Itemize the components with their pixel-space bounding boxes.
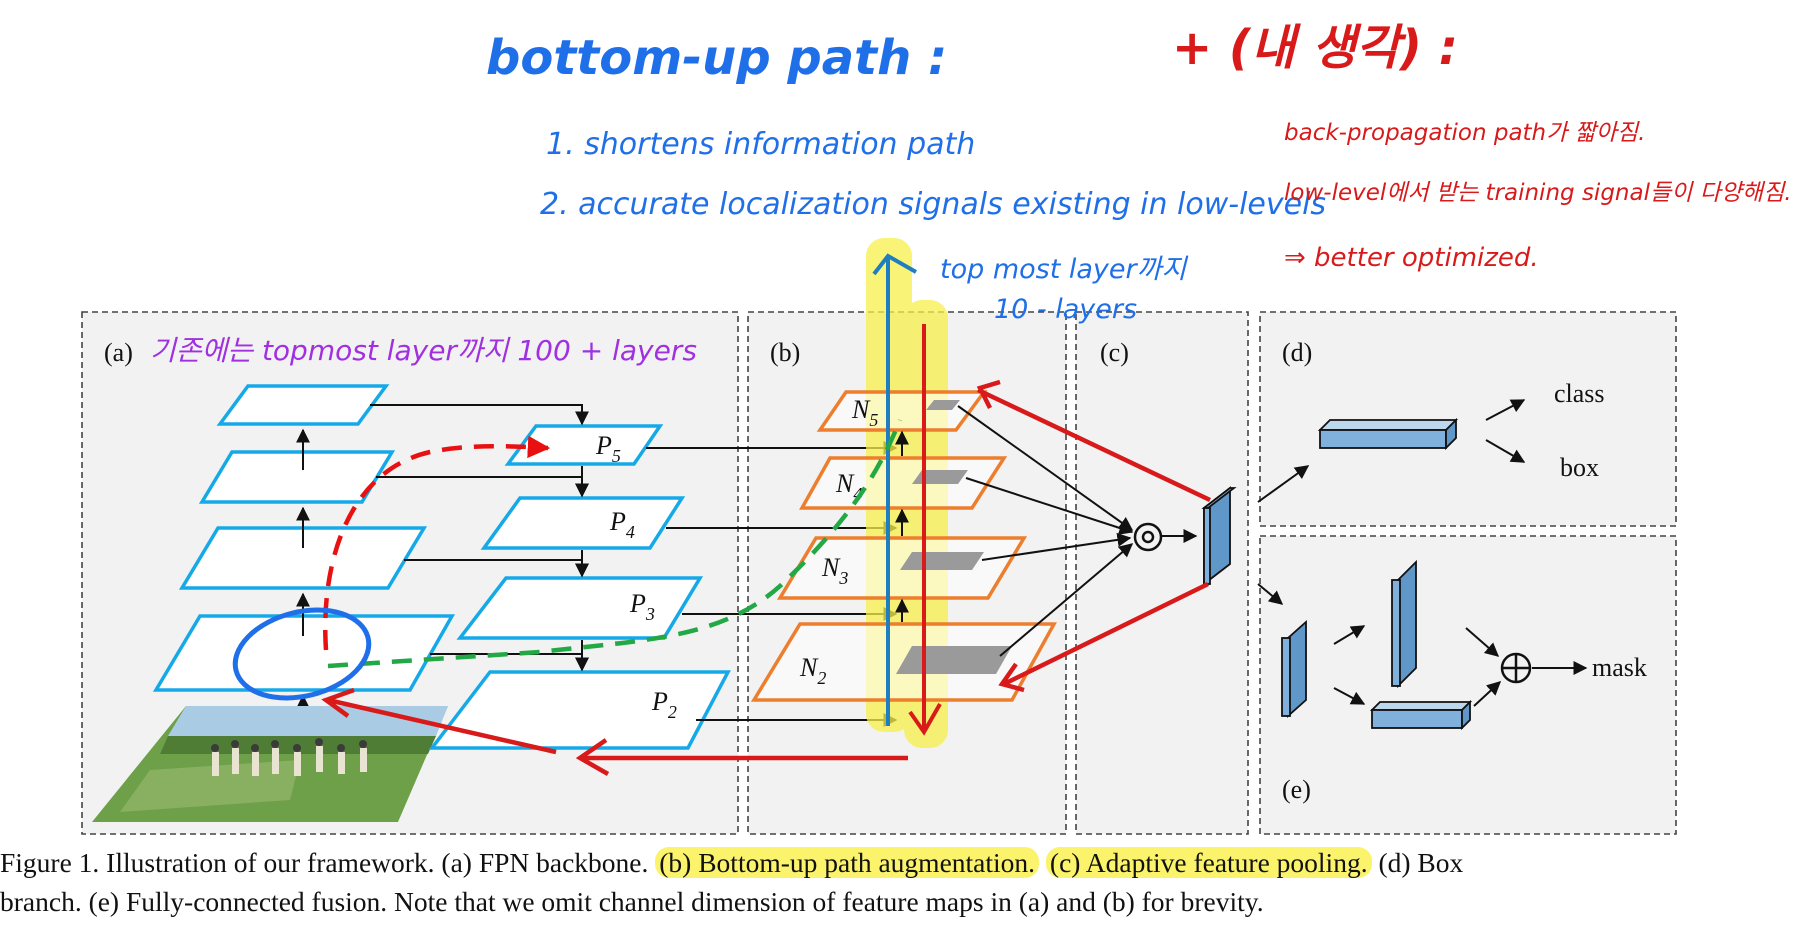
pyramid-map-p5: [504, 424, 664, 466]
annotation-topmost-10: top most layer까지: [940, 254, 1188, 285]
red-arrow-to-p2: [575, 738, 908, 776]
conv-block-tall: [1391, 559, 1417, 689]
backbone-map-c2: [152, 614, 456, 692]
pyramid-map-p2: [428, 670, 731, 750]
backprop-red-line: [908, 324, 942, 736]
roi-feature-block: [1201, 486, 1237, 586]
label-box: box: [1560, 453, 1599, 482]
label-n4: N4: [835, 469, 862, 504]
red-arrow-upper: [976, 379, 1211, 503]
lateral-arrows: [646, 441, 898, 727]
figure-caption: Figure 1. Illustration of our framework.…: [0, 843, 1790, 921]
panel-d-label: (d): [1282, 338, 1312, 367]
panel-b-label: (b): [770, 338, 800, 367]
fc-block-box: [1317, 417, 1459, 451]
annotation-point-2: 2. accurate localization signals existin…: [540, 187, 1326, 222]
red-dashed-path: [323, 435, 551, 651]
panel-e-label: (e): [1282, 775, 1311, 804]
caption-part-1: Figure 1. Illustration of our framework.…: [0, 847, 649, 878]
annotation-bottom-up-title: bottom-up path :: [486, 30, 947, 86]
caption-highlight-c: (c) Adaptive feature pooling.: [1045, 847, 1372, 878]
aug-map-n4: [799, 456, 1008, 510]
panel-d-box: [1259, 311, 1677, 527]
label-p5: P5: [595, 431, 621, 466]
sum-op-icon: [1500, 652, 1532, 684]
red-arrow-lower: [998, 581, 1209, 693]
pyramid-maps: [428, 424, 731, 750]
to-mask-branch-arrow: [1257, 583, 1284, 605]
fusion-op-icon: [1133, 522, 1163, 552]
backbone-map-c3: [178, 526, 428, 590]
backbone-map-c4: [198, 450, 396, 504]
red-arrow-to-c2: [321, 687, 557, 755]
input-photo: [92, 706, 448, 822]
label-p3: P3: [629, 589, 655, 624]
pyramid-connectors: [370, 404, 589, 672]
backbone-maps: [152, 384, 456, 692]
caption-line-2: branch. (e) Fully-connected fusion. Note…: [0, 886, 1264, 917]
annotation-my-thought-title: + (내 생각) :: [1172, 20, 1458, 76]
aug-map-n5: [816, 390, 988, 432]
label-n3: N3: [821, 553, 848, 588]
label-mask: mask: [1592, 653, 1647, 682]
label-n5: N5: [851, 395, 878, 430]
annotation-topmost-10b: 10 - layers: [994, 294, 1137, 325]
green-dashed-path: [327, 419, 903, 669]
label-p2: P2: [651, 687, 677, 722]
fc-block-mask: [1369, 699, 1473, 731]
pooling-arrows: [957, 405, 1198, 657]
blue-circle-mark: [232, 607, 372, 701]
annotation-thought-1: back-propagation path가 짧아짐.: [1284, 120, 1645, 146]
caption-line-1: Figure 1. Illustration of our framework.…: [0, 843, 1790, 882]
label-n2: N2: [799, 653, 826, 688]
annotation-panel-a-note: 기존에는 topmost layer까지 100 + layers: [150, 334, 697, 367]
label-class: class: [1554, 379, 1605, 408]
caption-part-2: (d) Box: [1378, 847, 1464, 878]
panel-e-box: [1259, 535, 1677, 835]
annotation-thought-3: ⇒ better optimized.: [1284, 243, 1539, 273]
annotation-point-1: 1. shortens information path: [546, 127, 975, 162]
panel-c-label: (c): [1100, 338, 1129, 367]
conv-block-small: [1281, 619, 1307, 719]
short-path-blue-line: [872, 253, 917, 726]
panel-c-box: [1075, 311, 1249, 835]
annotation-thought-2: low-level에서 받는 training signal들이 다양해짐.: [1284, 180, 1792, 206]
to-box-branch-arrow: [1257, 465, 1310, 503]
label-p4: P4: [609, 507, 635, 542]
backbone-map-c5: [216, 384, 390, 426]
panel-a-label: (a): [104, 338, 133, 367]
pyramid-map-p4: [480, 496, 686, 550]
caption-highlight-b: (b) Bottom-up path augmentation.: [655, 847, 1040, 878]
